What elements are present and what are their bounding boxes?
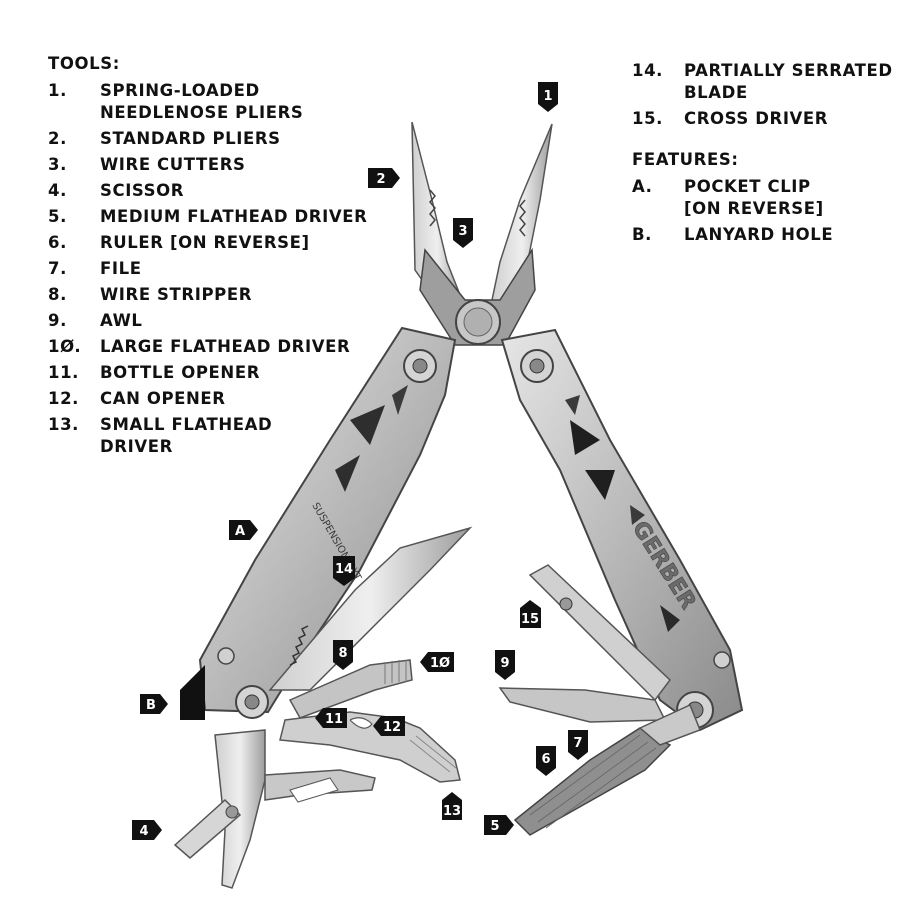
right-handle: GERBER [500, 328, 744, 732]
callout-12: 12 [373, 716, 405, 736]
plier-jaws [411, 121, 553, 346]
svg-text:9: 9 [500, 656, 509, 671]
tools-fan [173, 526, 701, 889]
item-label: WIRE STRIPPER [100, 285, 253, 304]
item-number: 11. [48, 363, 80, 382]
list-item: 15. CROSS DRIVER [632, 106, 912, 132]
item-number: 9. [48, 311, 67, 330]
list-item: 8. WIRE STRIPPER [48, 282, 408, 308]
callout-tags: 1 2 3 4 5 6 7 8 9 1Ø 11 12 13 14 15 A B [132, 82, 588, 840]
item-label: BOTTLE OPENER [100, 363, 260, 382]
item-label: SMALL FLATHEAD DRIVER [100, 415, 273, 456]
svg-text:1Ø: 1Ø [430, 656, 450, 671]
item-number: 8. [48, 285, 67, 304]
svg-text:3: 3 [458, 224, 467, 239]
callout-13: 13 [442, 792, 462, 820]
list-item: 1. SPRING-LOADED NEEDLENOSE PLIERS [48, 78, 408, 126]
item-number: 5. [48, 207, 67, 226]
item-number: 1. [48, 81, 67, 100]
item-label: LANYARD HOLE [684, 225, 834, 244]
item-number: 15. [632, 109, 664, 128]
svg-text:1: 1 [543, 89, 552, 104]
item-label: MEDIUM FLATHEAD DRIVER [100, 207, 368, 226]
callout-4: 4 [132, 820, 162, 840]
item-label: POCKET CLIP [ON REVERSE] [684, 177, 824, 218]
tools-list: 1. SPRING-LOADED NEEDLENOSE PLIERS 2. STAN… [48, 78, 408, 460]
svg-text:14: 14 [335, 562, 353, 577]
item-number: A. [632, 177, 653, 196]
list-item: 12. CAN OPENER [48, 386, 408, 412]
item-label: LARGE FLATHEAD DRIVER [100, 337, 351, 356]
callout-1: 1 [538, 82, 558, 112]
callout-2: 2 [368, 168, 400, 188]
callout-6: 6 [536, 746, 556, 776]
list-item: 9. AWL [48, 308, 408, 334]
item-number: 13. [48, 415, 80, 434]
list-item: 3. WIRE CUTTERS [48, 152, 408, 178]
features-list: A. POCKET CLIP [ON REVERSE] B. LANYARD HOL… [632, 174, 912, 248]
callout-14: 14 [333, 556, 355, 586]
svg-text:2: 2 [376, 172, 385, 187]
callout-5: 5 [484, 815, 514, 835]
item-number: 12. [48, 389, 80, 408]
item-label: CAN OPENER [100, 389, 226, 408]
item-number: 4. [48, 181, 67, 200]
callout-15: 15 [520, 600, 541, 628]
svg-text:5: 5 [490, 819, 499, 834]
callout-7: 7 [568, 730, 588, 760]
list-item: 4. SCISSOR [48, 178, 408, 204]
list-item: 1Ø. LARGE FLATHEAD DRIVER [48, 334, 408, 360]
callout-8: 8 [333, 640, 353, 670]
item-number: 2. [48, 129, 67, 148]
list-item: 6. RULER [ON REVERSE] [48, 230, 408, 256]
list-item: A. POCKET CLIP [ON REVERSE] [632, 174, 912, 222]
list-item: 13. SMALL FLATHEAD DRIVER [48, 412, 408, 460]
item-number: 3. [48, 155, 67, 174]
callout-11: 11 [315, 708, 347, 728]
tools-list-continued: 14. PARTIALLY SERRATED BLADE 15. CROSS DRI… [632, 58, 912, 132]
item-number: B. [632, 225, 653, 244]
list-item: 11. BOTTLE OPENER [48, 360, 408, 386]
item-label: RULER [ON REVERSE] [100, 233, 310, 252]
list-item: 5. MEDIUM FLATHEAD DRIVER [48, 204, 408, 230]
item-number: 14. [632, 61, 664, 80]
svg-text:12: 12 [383, 720, 401, 735]
tools-header: TOOLS: [48, 54, 120, 73]
item-number: 6. [48, 233, 67, 252]
svg-text:11: 11 [325, 712, 343, 727]
item-label: AWL [100, 311, 143, 330]
svg-text:6: 6 [541, 752, 550, 767]
svg-text:8: 8 [338, 646, 347, 661]
item-label: SPRING-LOADED NEEDLENOSE PLIERS [100, 81, 304, 122]
item-label: CROSS DRIVER [684, 109, 829, 128]
callout-9: 9 [495, 650, 515, 680]
svg-text:7: 7 [573, 736, 582, 751]
svg-text:15: 15 [521, 612, 539, 627]
callout-10: 1Ø [420, 652, 454, 672]
callout-b: B [140, 694, 168, 714]
svg-text:A: A [235, 524, 245, 539]
callout-a: A [229, 520, 258, 540]
item-label: WIRE CUTTERS [100, 155, 246, 174]
item-label: SCISSOR [100, 181, 185, 200]
item-label: FILE [100, 259, 142, 278]
list-item: 2. STANDARD PLIERS [48, 126, 408, 152]
callout-3: 3 [453, 218, 473, 248]
list-item: 7. FILE [48, 256, 408, 282]
svg-text:4: 4 [139, 824, 148, 839]
svg-text:B: B [146, 698, 156, 713]
list-item: B. LANYARD HOLE [632, 222, 912, 248]
features-header: FEATURES: [632, 150, 739, 169]
item-number: 7. [48, 259, 67, 278]
item-number: 1Ø. [48, 337, 82, 356]
item-label: STANDARD PLIERS [100, 129, 281, 148]
svg-text:13: 13 [443, 804, 461, 819]
item-label: PARTIALLY SERRATED BLADE [684, 61, 893, 102]
list-item: 14. PARTIALLY SERRATED BLADE [632, 58, 912, 106]
